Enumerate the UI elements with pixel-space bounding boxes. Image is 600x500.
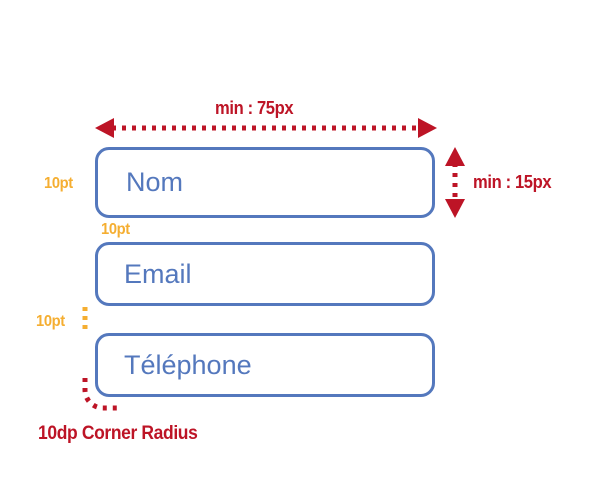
input-field-email-label: Email xyxy=(124,258,192,289)
min-width-arrow xyxy=(95,118,437,138)
annotation-field-gap: 10pt xyxy=(36,313,65,330)
annotation-padding-left: 10pt xyxy=(44,175,73,192)
annotation-min-width: min : 75px xyxy=(215,98,294,118)
input-field-nom[interactable]: Nom xyxy=(95,147,435,218)
min-height-arrow xyxy=(445,147,465,218)
input-field-telephone-label: Téléphone xyxy=(124,349,252,380)
input-field-email[interactable]: Email xyxy=(95,242,435,306)
input-field-telephone[interactable]: Téléphone xyxy=(95,333,435,397)
annotation-padding-bottom: 10pt xyxy=(101,221,130,238)
annotation-min-height: min : 15px xyxy=(473,172,552,192)
annotation-corner-radius: 10dp Corner Radius xyxy=(38,423,198,444)
input-field-nom-label: Nom xyxy=(126,167,184,197)
corner-radius-arc xyxy=(82,378,117,411)
